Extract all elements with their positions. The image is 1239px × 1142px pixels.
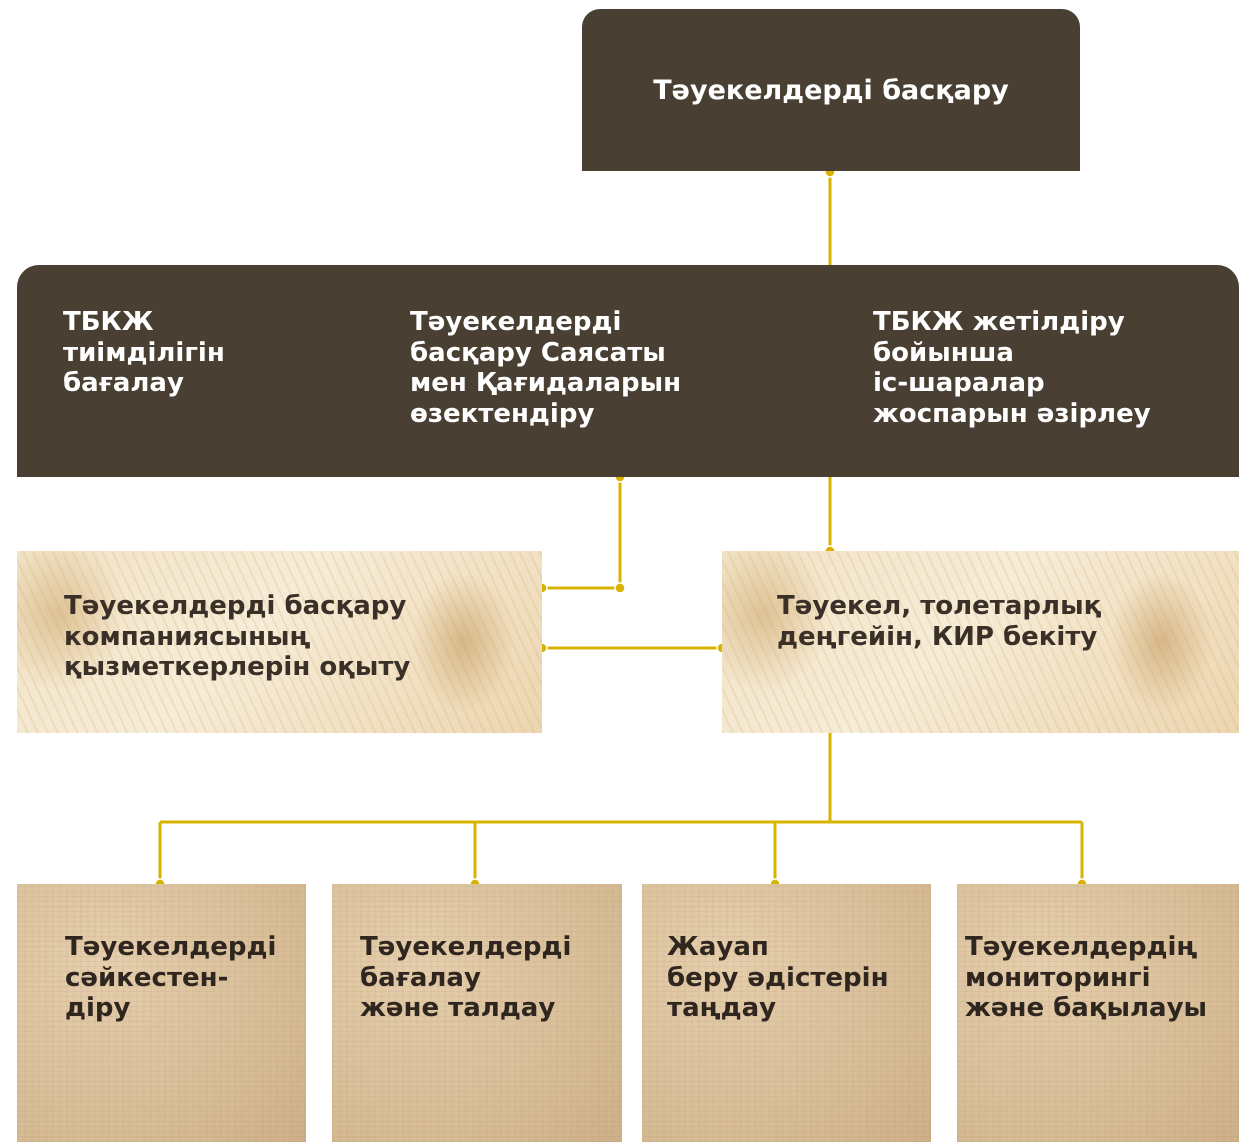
step-risk-monitoring: Тәуекелдердің мониторингі және бақылауы <box>957 884 1239 1142</box>
step-risk-assessment-label: Тәуекелдерді бағалау және талдау <box>360 932 572 1024</box>
step-response-selection-label: Жауап беру әдістерін таңдау <box>667 932 889 1024</box>
step-risk-identification: Тәуекелдерді сәйкестен- діру <box>17 884 306 1142</box>
middle-item-action-plan: ТБКЖ жетілдіру бойынша іс-шаралар жоспар… <box>873 307 1151 430</box>
step-risk-identification-label: Тәуекелдерді сәйкестен- діру <box>65 932 277 1024</box>
node-risk-management: Тәуекелдерді басқару <box>582 9 1080 171</box>
step-risk-assessment: Тәуекелдерді бағалау және талдау <box>332 884 622 1142</box>
middle-item-effectiveness: ТБКЖ тиімділігін бағалау <box>63 307 225 399</box>
node-risk-approval-label: Тәуекел, толетарлық деңгейін, КИР бекіту <box>777 591 1102 652</box>
step-response-selection: Жауап беру әдістерін таңдау <box>642 884 931 1142</box>
node-middle-band: ТБКЖ тиімділігін бағалау Тәуекелдерді ба… <box>17 265 1239 477</box>
step-risk-monitoring-label: Тәуекелдердің мониторингі және бақылауы <box>965 932 1208 1024</box>
node-risk-approval: Тәуекел, толетарлық деңгейін, КИР бекіту <box>722 551 1239 733</box>
node-staff-training-label: Тәуекелдерді басқару компаниясының қызме… <box>64 591 411 683</box>
node-risk-management-label: Тәуекелдерді басқару <box>653 75 1009 106</box>
node-staff-training: Тәуекелдерді басқару компаниясының қызме… <box>17 551 542 733</box>
middle-item-policy-update: Тәуекелдерді басқару Саясаты мен Қағидал… <box>410 307 682 430</box>
